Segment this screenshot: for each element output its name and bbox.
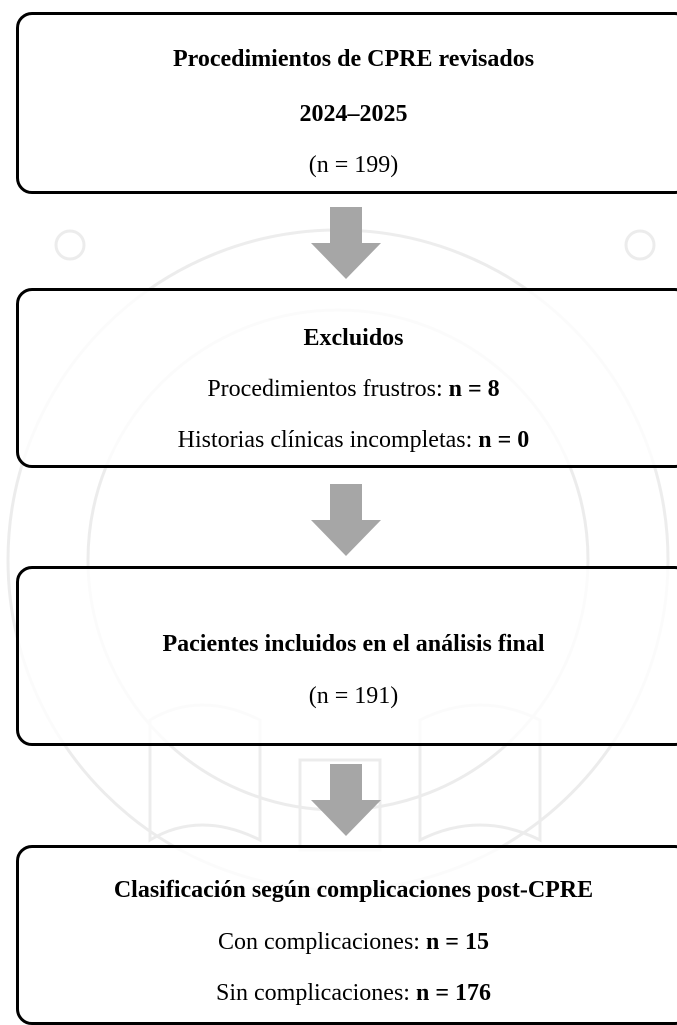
box4-item1-value: n = 15 bbox=[425, 929, 489, 955]
box4-item-sin: Sin complicaciones: n = 176 bbox=[19, 978, 677, 1008]
box4-item-con: Con complicaciones: n = 15 bbox=[19, 927, 677, 957]
box2-item-frustros: Procedimientos frustros: n = 8 bbox=[19, 374, 677, 404]
box4-item2-value: n = 176 bbox=[415, 980, 491, 1006]
box-pacientes-incluidos: Pacientes incluidos en el análisis final… bbox=[16, 566, 677, 746]
arrow-down-icon bbox=[311, 764, 381, 836]
box2-item-incompletas: Historias clínicas incompletas: n = 0 bbox=[19, 425, 677, 455]
box1-title-line1: Procedimientos de CPRE revisados bbox=[172, 46, 535, 72]
box1-title-line2: 2024–2025 bbox=[299, 101, 408, 127]
box4-item2-label: Sin complicaciones: bbox=[216, 980, 416, 1006]
box2-title: Excluidos bbox=[303, 325, 404, 351]
box3-count: (n = 191) bbox=[308, 683, 399, 709]
box2-item2-value: n = 0 bbox=[478, 427, 530, 453]
box4-item1-label: Con complicaciones: bbox=[218, 929, 426, 955]
box4-title: Clasificación según complicaciones post-… bbox=[113, 877, 594, 903]
box3-title: Pacientes incluidos en el análisis final bbox=[162, 631, 545, 657]
box1-count: (n = 199) bbox=[308, 152, 399, 178]
arrow-down-icon bbox=[311, 484, 381, 556]
box-excluidos: Excluidos Procedimientos frustros: n = 8… bbox=[16, 288, 677, 468]
box2-item1-value: n = 8 bbox=[448, 376, 500, 402]
box-procedimientos-revisados: Procedimientos de CPRE revisados 2024–20… bbox=[16, 12, 677, 194]
box-clasificacion: Clasificación según complicaciones post-… bbox=[16, 845, 677, 1025]
box2-item1-label: Procedimientos frustros: bbox=[207, 376, 449, 402]
box2-item2-label: Historias clínicas incompletas: bbox=[177, 427, 479, 453]
arrow-down-icon bbox=[311, 207, 381, 279]
